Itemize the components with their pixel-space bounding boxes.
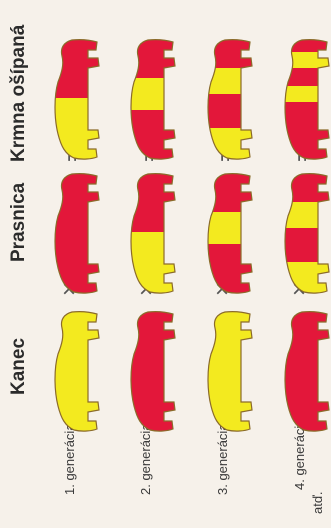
offspring-pig-gen-4 xyxy=(282,38,331,160)
pig-color-band-yellow xyxy=(282,202,331,228)
pig-silhouette xyxy=(205,172,257,294)
pig-silhouette xyxy=(128,310,180,432)
generation-label-2: 2. generácia xyxy=(138,423,153,495)
pig-color-band-red xyxy=(282,102,331,126)
boar-pig-gen-4 xyxy=(282,310,331,432)
pig-color-band-red xyxy=(205,38,257,68)
pig-silhouette xyxy=(282,310,331,432)
pig-color-band-yellow xyxy=(282,52,331,68)
pig-color-band-red xyxy=(282,172,331,202)
sow-pig-gen-3 xyxy=(205,172,257,294)
offspring-pig-gen-2 xyxy=(128,38,180,160)
boar-pig-gen-1 xyxy=(52,310,104,432)
offspring-pig-gen-1 xyxy=(52,38,104,160)
pig-silhouette xyxy=(52,172,104,294)
header-sow: Prasnica xyxy=(8,183,30,262)
header-boar: Kanec xyxy=(8,338,30,395)
pig-color-band-yellow xyxy=(128,78,180,110)
pig-silhouette xyxy=(52,38,104,160)
pig-silhouette xyxy=(282,172,331,294)
pig-color-band-yellow xyxy=(282,262,331,294)
pig-silhouette xyxy=(282,38,331,160)
pig-silhouette xyxy=(205,38,257,160)
header-crossbred: Krmna ošípaná xyxy=(8,25,30,162)
pig-color-band-red xyxy=(205,94,257,128)
pig-color-band-red xyxy=(282,228,331,262)
pig-silhouette xyxy=(128,38,180,160)
pig-color-band-yellow xyxy=(205,212,257,244)
generation-label-1: 1. generácia xyxy=(62,423,77,495)
pig-silhouette xyxy=(52,310,104,432)
offspring-pig-gen-3 xyxy=(205,38,257,160)
pig-silhouette xyxy=(205,310,257,432)
generation-label-3: 3. generácia xyxy=(215,423,230,495)
sow-pig-gen-1 xyxy=(52,172,104,294)
pig-silhouette xyxy=(128,172,180,294)
pig-color-band-yellow xyxy=(282,86,331,102)
pig-color-band-red xyxy=(282,126,331,160)
boar-pig-gen-3 xyxy=(205,310,257,432)
pig-color-band-red xyxy=(282,310,331,432)
pig-color-band-yellow xyxy=(205,68,257,94)
sow-pig-gen-4 xyxy=(282,172,331,294)
boar-pig-gen-2 xyxy=(128,310,180,432)
continuation-label: atď. xyxy=(310,492,325,514)
sow-pig-gen-2 xyxy=(128,172,180,294)
